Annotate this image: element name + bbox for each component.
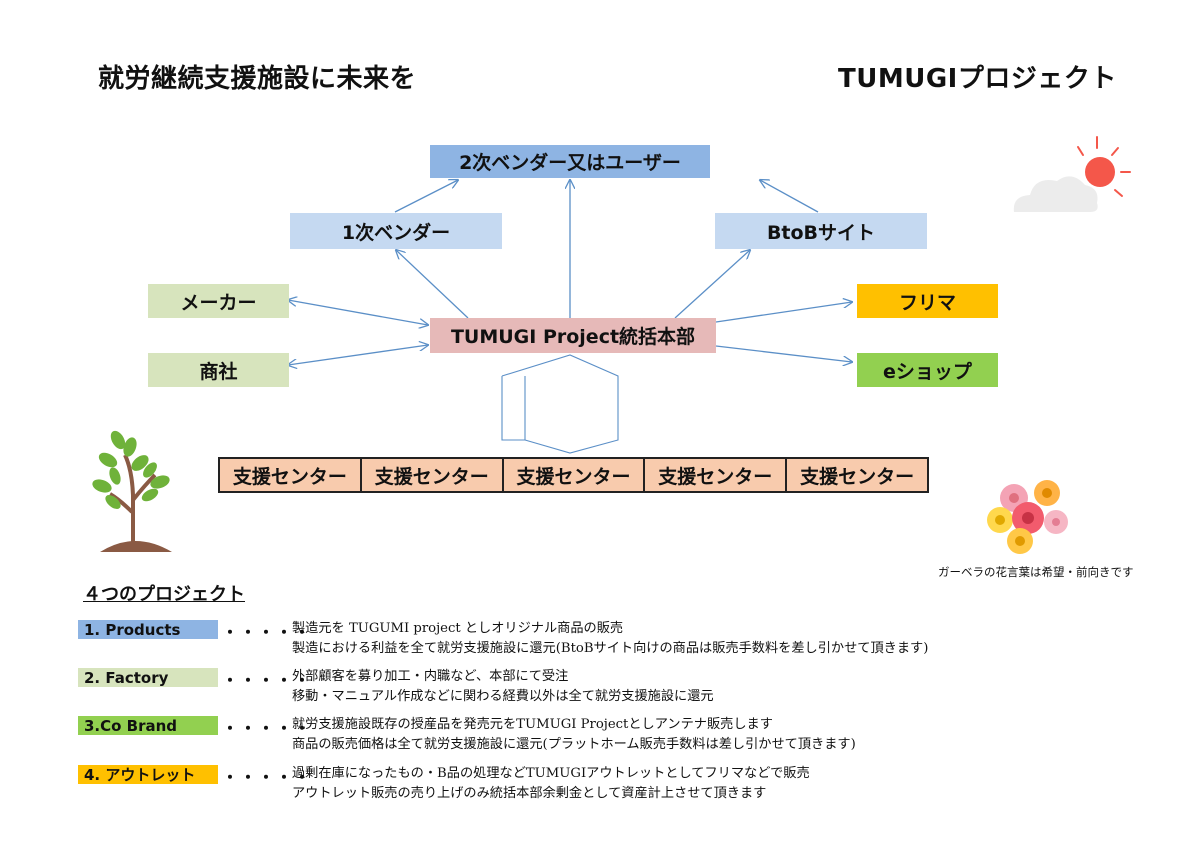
arrow-hq-to-vendor1 xyxy=(396,250,469,319)
project-tag-outlet: 4. アウトレット xyxy=(78,765,218,784)
support-center-2: 支援センター xyxy=(359,459,502,491)
box-headquarters: TUMUGI Project統括本部 xyxy=(430,318,716,353)
support-center-4: 支援センター xyxy=(643,459,785,491)
arrow-vendor1-to-top xyxy=(394,180,458,213)
project-desc-1-line1: 製造元を TUGUMI project としオリジナル商品の販売 xyxy=(292,621,624,636)
support-center-5: 支援センター xyxy=(785,459,927,491)
support-center-1: 支援センター xyxy=(232,465,347,488)
project-desc-3-line2: 商品の販売価格は全て就労支援施設に還元(プラットホーム販売手数料は差し引かせて頂… xyxy=(292,737,856,752)
project-dots-2: ・・・・・ xyxy=(222,671,313,690)
box-trading-company: 商社 xyxy=(148,353,289,387)
project-tag-products: 1. Products xyxy=(78,620,218,639)
page-title: 就労継続支援施設に未来を xyxy=(98,64,417,94)
flower-caption: ガーベラの花言葉は希望・前向きです xyxy=(938,565,1134,579)
house-arrow-outline xyxy=(501,354,619,454)
project-desc-1-line2: 製造における利益を全て就労支援施設に還元(BtoBサイト向けの商品は販売手数料を… xyxy=(292,641,929,656)
support-center-row: 支援センター 支援センター 支援センター 支援センター 支援センター xyxy=(218,457,929,493)
arrow-hq-to-btob xyxy=(674,250,750,319)
project-desc-2-line1: 外部顧客を募り加工・内職など、本部にて受注 xyxy=(292,669,569,684)
arrow-btob-to-top xyxy=(760,180,819,213)
box-primary-vendor: 1次ベンダー xyxy=(290,213,502,249)
arrow-hq-to-eshop xyxy=(715,345,852,362)
project-tag-factory: 2. Factory xyxy=(78,668,218,687)
project-dots-3: ・・・・・ xyxy=(222,719,313,738)
support-center-3: 支援センター xyxy=(501,459,644,491)
arrow-hq-to-flea xyxy=(715,302,852,323)
project-desc-3-line1: 就労支援施設既存の授産品を発売元をTUMUGI Projectとしアンテナ販売し… xyxy=(292,717,773,732)
project-desc-4-line2: アウトレット販売の売り上げのみ統括本部余剰金として資産計上させて頂きます xyxy=(292,786,767,801)
arrow-trading-hq xyxy=(288,345,428,365)
project-title: TUMUGIプロジェクト xyxy=(838,64,1117,94)
box-flea-market: フリマ xyxy=(857,284,998,318)
box-eshop: eショップ xyxy=(857,353,998,387)
project-tag-cobrand: 3.Co Brand xyxy=(78,716,218,735)
project-dots-4: ・・・・・ xyxy=(222,768,313,787)
box-btob-site: BtoBサイト xyxy=(715,213,927,249)
box-secondary-vendor: 2次ベンダー又はユーザー xyxy=(430,145,710,178)
box-maker: メーカー xyxy=(148,284,289,318)
project-dots-1: ・・・・・ xyxy=(222,623,313,642)
project-desc-2-line2: 移動・マニュアル作成などに関わる経費以外は全て就労支援施設に還元 xyxy=(292,689,714,704)
project-desc-4-line1: 過剰在庫になったもの・B品の処理などTUMUGIアウトレットとしてフリマなどで販… xyxy=(292,766,810,781)
projects-heading: ４つのプロジェクト xyxy=(83,584,245,605)
arrow-maker-hq xyxy=(288,300,428,325)
